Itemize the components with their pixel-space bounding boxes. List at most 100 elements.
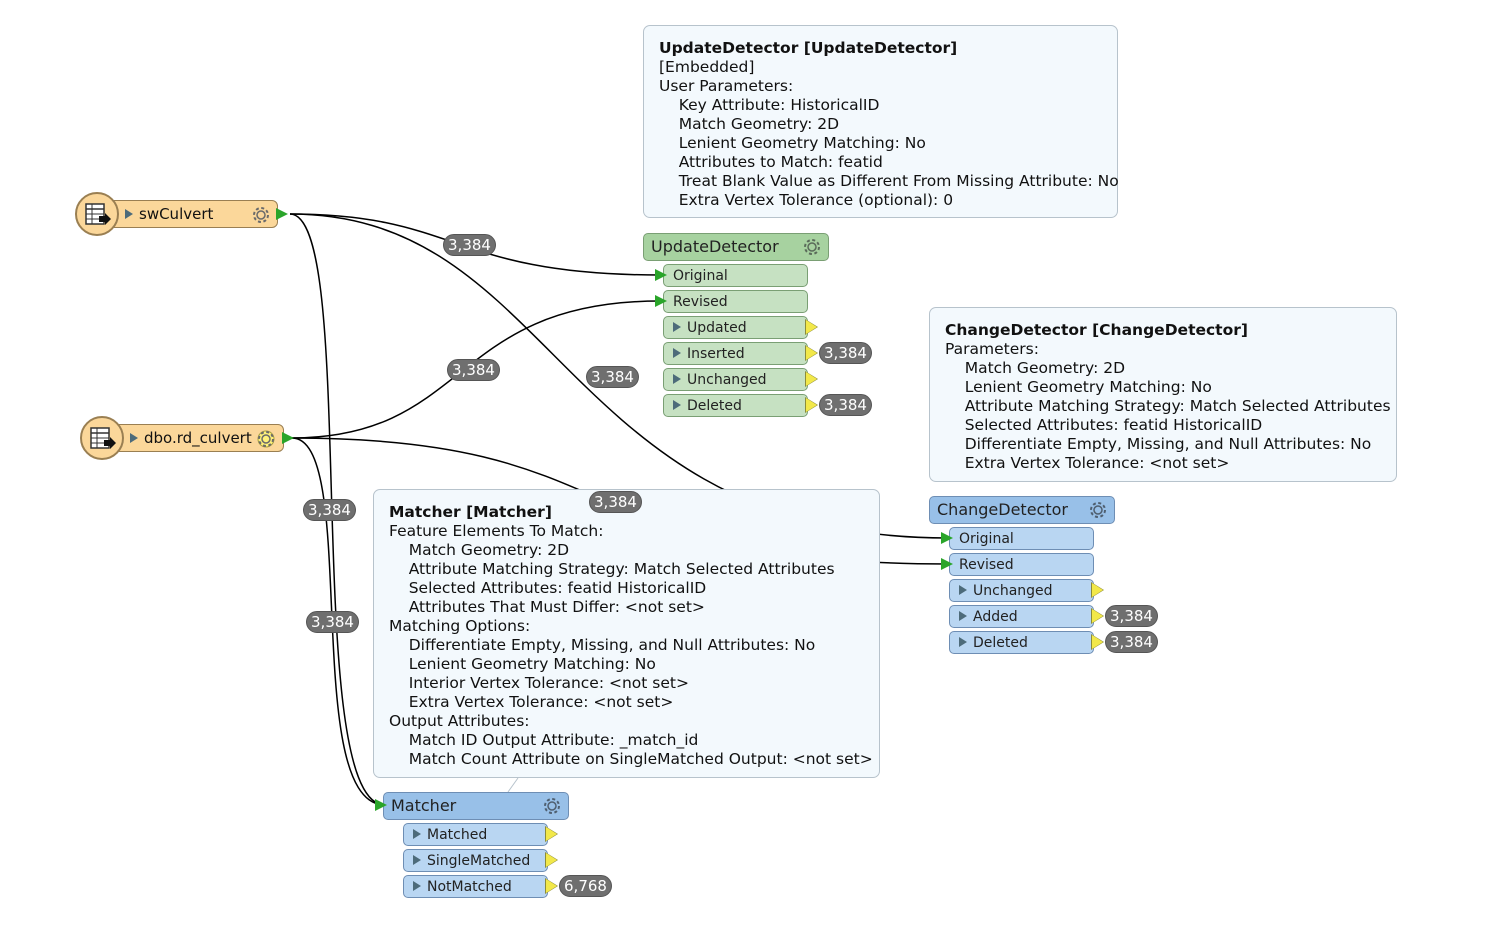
- feature-count-badge[interactable]: 6,768: [559, 875, 612, 897]
- output-flag-icon[interactable]: [1092, 583, 1103, 597]
- expand-triangle-icon[interactable]: [413, 829, 421, 839]
- annotation-line: Match Geometry: 2D: [945, 359, 1126, 377]
- port-label: Revised: [959, 557, 1014, 573]
- annotation-line: Lenient Geometry Matching: No: [945, 378, 1212, 396]
- output-flag-icon[interactable]: [806, 346, 817, 360]
- input-arrow-icon[interactable]: [655, 295, 667, 307]
- input-arrow-icon[interactable]: [655, 269, 667, 281]
- expand-triangle-icon[interactable]: [673, 322, 681, 332]
- annotation-change-detector[interactable]: ChangeDetector [ChangeDetector] Paramete…: [929, 307, 1397, 482]
- annotation-matcher[interactable]: Matcher [Matcher] Feature Elements To Ma…: [373, 489, 880, 778]
- output-flag-icon[interactable]: [546, 879, 557, 893]
- port-label: Unchanged: [687, 372, 767, 388]
- matcher-annotation-connector: [507, 777, 519, 793]
- gear-icon[interactable]: [250, 204, 272, 226]
- port-label: SingleMatched: [427, 853, 531, 869]
- feature-count-badge[interactable]: 3,384: [819, 342, 872, 364]
- annotation-line: Treat Blank Value as Different From Miss…: [659, 172, 1119, 190]
- input-arrow-icon[interactable]: [941, 532, 953, 544]
- annotation-line: Match Count Attribute on SingleMatched O…: [389, 750, 873, 768]
- feature-count-badge[interactable]: 3,384: [1105, 631, 1158, 653]
- annotation-line: Extra Vertex Tolerance: <not set>: [945, 454, 1230, 472]
- port-label: Original: [959, 531, 1014, 547]
- reader-table-icon: [75, 192, 119, 236]
- annotation-line: Extra Vertex Tolerance: <not set>: [389, 693, 674, 711]
- port-label: Deleted: [687, 398, 742, 414]
- connection-count-badge[interactable]: 3,384: [589, 491, 642, 513]
- annotation-line: Attribute Matching Strategy: Match Selec…: [945, 397, 1391, 415]
- output-port-arrow-icon[interactable]: [282, 432, 294, 444]
- expand-triangle-icon[interactable]: [959, 585, 967, 595]
- annotation-line: Interior Vertex Tolerance: <not set>: [389, 674, 689, 692]
- annotation-line: Selected Attributes: featid HistoricalID: [945, 416, 1263, 434]
- reader-table-icon: [80, 416, 124, 460]
- transformer-title: UpdateDetector: [651, 237, 779, 256]
- transformer-header[interactable]: [383, 792, 569, 820]
- connection-count-badge[interactable]: 3,384: [303, 499, 356, 521]
- expand-triangle-icon[interactable]: [413, 855, 421, 865]
- output-flag-icon[interactable]: [1092, 635, 1103, 649]
- expand-triangle-icon[interactable]: [130, 433, 138, 443]
- expand-triangle-icon[interactable]: [959, 611, 967, 621]
- annotation-line: Feature Elements To Match:: [389, 522, 604, 540]
- annotation-line: Differentiate Empty, Missing, and Null A…: [389, 636, 816, 654]
- port-label: NotMatched: [427, 879, 512, 895]
- expand-triangle-icon[interactable]: [673, 348, 681, 358]
- port-label: Original: [673, 268, 728, 284]
- gear-icon[interactable]: [541, 795, 563, 817]
- feature-count-badge[interactable]: 3,384: [819, 394, 872, 416]
- gear-icon[interactable]: [801, 236, 823, 258]
- output-port-arrow-icon[interactable]: [276, 208, 288, 220]
- annotation-title: UpdateDetector [UpdateDetector]: [659, 39, 958, 57]
- feature-count-badge[interactable]: 3,384: [1105, 605, 1158, 627]
- input-arrow-icon[interactable]: [941, 558, 953, 570]
- gear-icon[interactable]: [255, 428, 277, 450]
- output-flag-icon[interactable]: [546, 827, 557, 841]
- expand-triangle-icon[interactable]: [673, 374, 681, 384]
- annotation-title: Matcher [Matcher]: [389, 503, 552, 521]
- output-flag-icon[interactable]: [1092, 609, 1103, 623]
- annotation-line: Selected Attributes: featid HistoricalID: [389, 579, 707, 597]
- expand-triangle-icon[interactable]: [413, 881, 421, 891]
- input-arrow-icon[interactable]: [375, 799, 387, 811]
- output-flag-icon[interactable]: [546, 853, 557, 867]
- port-label: Revised: [673, 294, 728, 310]
- transformer-title: ChangeDetector: [937, 500, 1068, 519]
- port-label: Added: [973, 609, 1018, 625]
- transformer-header[interactable]: [929, 496, 1115, 524]
- port-label: Updated: [687, 320, 747, 336]
- gear-icon[interactable]: [1087, 499, 1109, 521]
- annotation-line: Matching Options:: [389, 617, 531, 635]
- annotation-line: Differentiate Empty, Missing, and Null A…: [945, 435, 1372, 453]
- annotation-line: Extra Vertex Tolerance (optional): 0: [659, 191, 954, 209]
- annotation-line: User Parameters:: [659, 77, 794, 95]
- connection-count-badge[interactable]: 3,384: [443, 234, 496, 256]
- expand-triangle-icon[interactable]: [125, 209, 133, 219]
- output-port-added[interactable]: [949, 605, 1094, 628]
- annotation-line: Parameters:: [945, 340, 1039, 358]
- port-label: Deleted: [973, 635, 1028, 651]
- annotation-line: Match Geometry: 2D: [389, 541, 570, 559]
- port-label: Inserted: [687, 346, 745, 362]
- reader-label: dbo.rd_culvert: [144, 429, 252, 447]
- connection-count-badge[interactable]: 3,384: [447, 359, 500, 381]
- reader-label: swCulvert: [139, 205, 214, 223]
- annotation-title: ChangeDetector [ChangeDetector]: [945, 321, 1248, 339]
- annotation-line: Key Attribute: HistoricalID: [659, 96, 880, 114]
- output-flag-icon[interactable]: [806, 398, 817, 412]
- transformer-header[interactable]: [643, 233, 829, 261]
- annotation-line: [Embedded]: [659, 58, 755, 76]
- expand-triangle-icon[interactable]: [959, 637, 967, 647]
- annotation-line: Output Attributes:: [389, 712, 530, 730]
- connection-count-badge[interactable]: 3,384: [306, 611, 359, 633]
- annotation-line: Lenient Geometry Matching: No: [389, 655, 656, 673]
- annotation-line: Attributes to Match: featid: [659, 153, 883, 171]
- expand-triangle-icon[interactable]: [673, 400, 681, 410]
- annotation-update-detector[interactable]: UpdateDetector [UpdateDetector] [Embedde…: [643, 25, 1119, 218]
- port-label: Unchanged: [973, 583, 1053, 599]
- output-flag-icon[interactable]: [806, 372, 817, 386]
- annotation-line: Attributes That Must Differ: <not set>: [389, 598, 705, 616]
- output-flag-icon[interactable]: [806, 320, 817, 334]
- connection-count-badge[interactable]: 3,384: [586, 366, 639, 388]
- annotation-line: Lenient Geometry Matching: No: [659, 134, 926, 152]
